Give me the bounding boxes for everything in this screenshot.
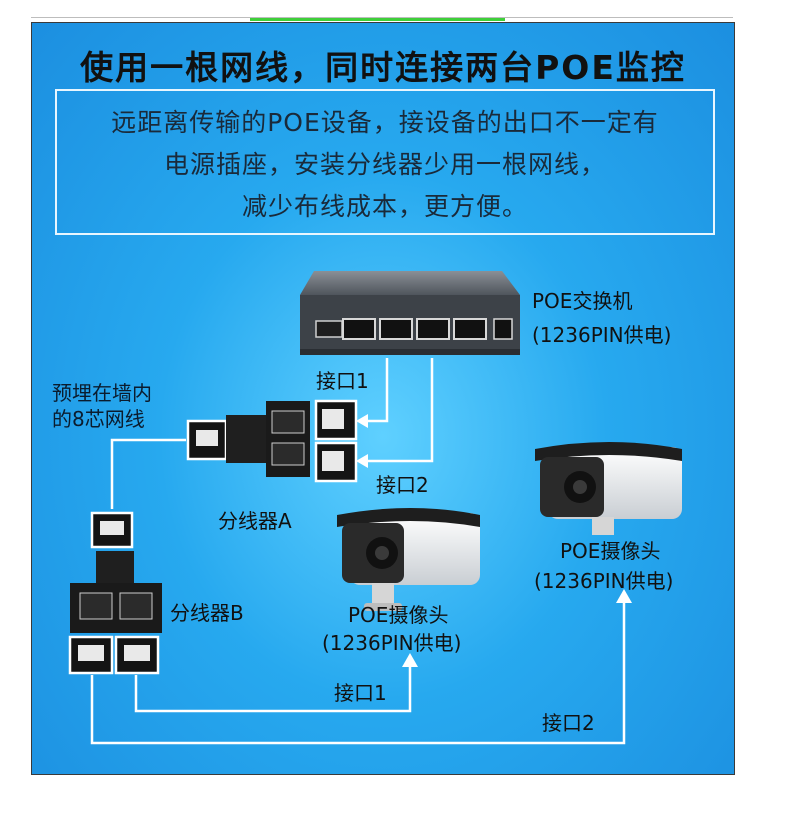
line-port2-top (364, 358, 434, 463)
label-splitter-b: 分线器B (170, 601, 244, 625)
label-splitter-a: 分线器A (218, 509, 292, 533)
label-wall-cable-2: 的8芯网线 (52, 407, 145, 431)
camera-left-spec: (1236PIN供电) (322, 631, 462, 655)
arrow-port2-top (356, 454, 368, 468)
label-port1-bottom: 接口1 (334, 681, 387, 705)
camera-left-name: POE摄像头 (348, 603, 449, 627)
label-wall-cable-1: 预埋在墙内 (52, 381, 152, 405)
diagram-panel: 使用一根网线，同时连接两台POE监控 远距离传输的POE设备，接设备的出口不一定… (31, 22, 735, 775)
camera-right-name: POE摄像头 (560, 539, 661, 563)
label-port1-top: 接口1 (316, 369, 369, 393)
switch-name: POE交换机 (532, 289, 633, 313)
line-wall-cable (110, 438, 186, 509)
line-port1-top (364, 358, 389, 423)
info-box: 远距离传输的POE设备，接设备的出口不一定有 电源插座，安装分线器少用一根网线，… (55, 89, 715, 235)
info-line-1: 远距离传输的POE设备，接设备的出口不一定有 (111, 108, 659, 137)
connection-lines (90, 358, 626, 745)
arrow-port1-top (356, 414, 368, 428)
splitter-a (186, 399, 358, 483)
arrowheads (356, 414, 632, 667)
switch-spec: (1236PIN供电) (532, 323, 672, 347)
camera-right-spec: (1236PIN供电) (534, 569, 674, 593)
top-divider (31, 17, 733, 18)
camera-left (337, 508, 480, 611)
diagram-title: 使用一根网线，同时连接两台POE监控 (80, 48, 686, 87)
splitter-b (68, 511, 162, 675)
label-port2-top: 接口2 (376, 473, 429, 497)
poe-switch (300, 271, 520, 355)
info-line-3: 减少布线成本，更方便。 (241, 192, 528, 221)
connection-diagram (68, 271, 682, 745)
info-line-2: 电源插座，安装分线器少用一根网线， (163, 150, 606, 179)
line-port1-bottom (134, 663, 412, 713)
label-port2-bottom: 接口2 (542, 711, 595, 735)
camera-right (535, 442, 682, 535)
arrow-camera-left (402, 653, 418, 667)
line-port2-bottom (90, 599, 626, 745)
arrow-camera-right (616, 589, 632, 603)
accent-bar (250, 18, 505, 21)
